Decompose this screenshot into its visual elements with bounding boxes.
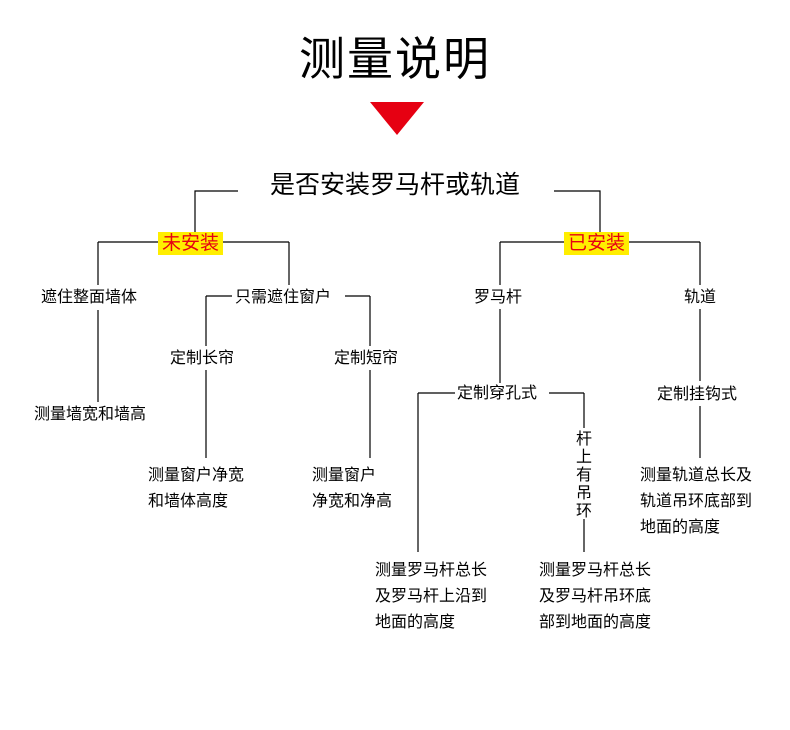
rod-measure-b-line2: 及罗马杆吊环底: [539, 586, 652, 605]
question-node: 是否安装罗马杆或轨道: [269, 170, 520, 199]
node-rod-measure-a: 测量罗马杆总长 及罗马杆上沿到 地面的高度: [375, 557, 487, 635]
node-measure-wall: 测量墙宽和墙高: [34, 404, 147, 423]
node-track-measure: 测量轨道总长及 轨道吊环底部到 地面的高度: [640, 462, 752, 540]
node-roman-rod: 罗马杆: [474, 287, 523, 306]
node-short-measure: 测量窗户 净宽和净高: [312, 462, 392, 514]
rod-measure-a-line1: 测量罗马杆总长: [375, 560, 488, 579]
line-question-left: [194, 190, 238, 232]
badge-not-installed: 未安装: [158, 232, 224, 255]
node-track: 轨道: [684, 287, 717, 306]
node-long-curtain: 定制长帘: [170, 348, 235, 367]
page-title: 测量说明: [299, 32, 491, 86]
ring-char-4: 吊: [575, 483, 592, 502]
ring-char-1: 杆: [575, 429, 592, 448]
ring-char-5: 环: [575, 501, 592, 520]
track-measure-line3: 地面的高度: [640, 517, 721, 536]
node-pierce-style: 定制穿孔式: [457, 383, 538, 402]
node-cover-wall: 遮住整面墙体: [41, 287, 138, 306]
node-ring-label: 杆 上 有 吊 环: [575, 430, 593, 520]
rod-measure-b-line3: 部到地面的高度: [539, 612, 652, 631]
badge-installed: 已安装: [564, 232, 630, 255]
rod-measure-a-line2: 及罗马杆上沿到: [375, 586, 488, 605]
rod-measure-b-line1: 测量罗马杆总长: [539, 560, 652, 579]
node-long-measure-line1: 测量窗户净宽: [148, 465, 245, 484]
track-measure-line2: 轨道吊环底部到: [640, 491, 753, 510]
down-arrow-icon: [370, 102, 424, 135]
node-cover-window: 只需遮住窗户: [235, 287, 332, 306]
node-long-measure: 测量窗户净宽 和墙体高度: [148, 462, 244, 514]
node-short-curtain: 定制短帘: [334, 348, 399, 367]
node-short-measure-line2: 净宽和净高: [312, 491, 393, 510]
line-question-right: [554, 190, 601, 232]
node-short-measure-line1: 测量窗户: [312, 465, 377, 484]
track-measure-line1: 测量轨道总长及: [640, 465, 753, 484]
ring-char-2: 上: [575, 447, 592, 466]
node-long-measure-line2: 和墙体高度: [148, 491, 229, 510]
rod-measure-a-line3: 地面的高度: [375, 612, 456, 631]
node-hook-style: 定制挂钩式: [657, 384, 738, 403]
ring-char-3: 有: [575, 465, 592, 484]
node-rod-measure-b: 测量罗马杆总长 及罗马杆吊环底 部到地面的高度: [539, 557, 651, 635]
